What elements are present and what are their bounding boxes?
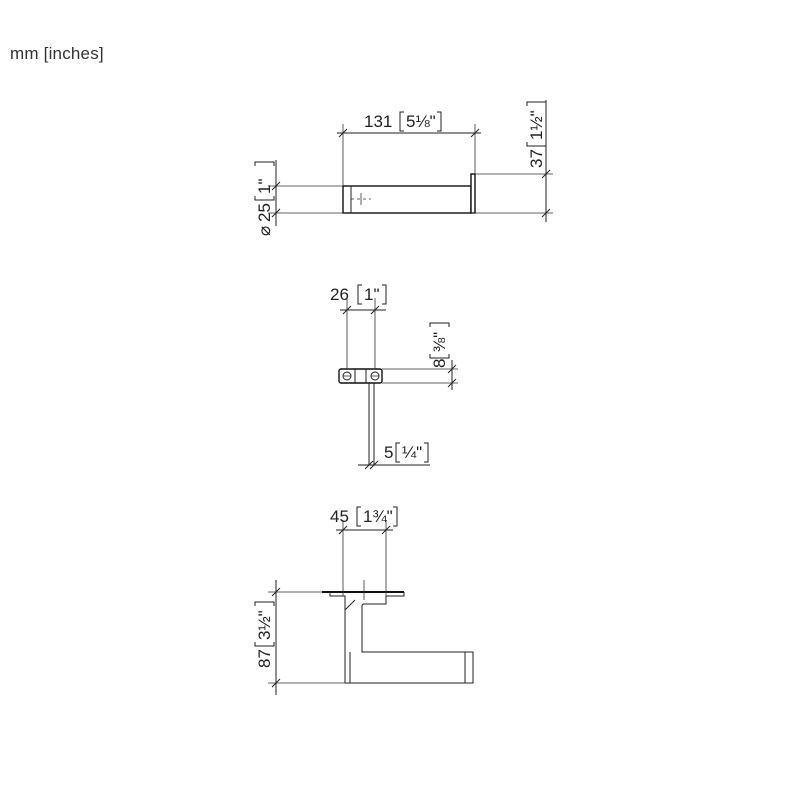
side-depth-mm: 26 — [330, 285, 349, 304]
units-label: mm [inches] — [10, 44, 104, 63]
top-diameter-mm: 25 — [255, 203, 274, 222]
front-height-in: 3½" — [255, 610, 274, 640]
top-diameter-in: 1" — [255, 179, 274, 195]
wall-plate — [470, 173, 476, 214]
side-view: 26 1" 8 ⅜" 5 ¼" — [330, 284, 458, 470]
diameter-symbol: ⌀ — [255, 226, 274, 236]
top-height-in: 1½" — [527, 110, 546, 140]
top-height-mm: 37 — [527, 149, 546, 168]
side-wall-in: ¼" — [402, 443, 422, 462]
side-thickness-in: ⅜" — [430, 332, 449, 352]
side-depth-in: 1" — [364, 285, 380, 304]
holder-bar — [342, 185, 472, 214]
top-width-mm: 131 — [364, 112, 392, 131]
front-view: 45 1¾" 87 3½" — [254, 506, 474, 695]
side-wall-mm: 5 — [384, 443, 393, 462]
front-offset-mm: 45 — [330, 507, 349, 526]
side-thickness-mm: 8 — [430, 359, 449, 368]
front-bracket — [329, 592, 474, 684]
front-offset-in: 1¾" — [363, 507, 393, 526]
front-height-mm: 87 — [255, 649, 274, 668]
top-view: 131 5⅛" 37 1½" ⌀ 25 1" — [254, 100, 553, 236]
top-width-in: 5⅛" — [406, 112, 436, 131]
